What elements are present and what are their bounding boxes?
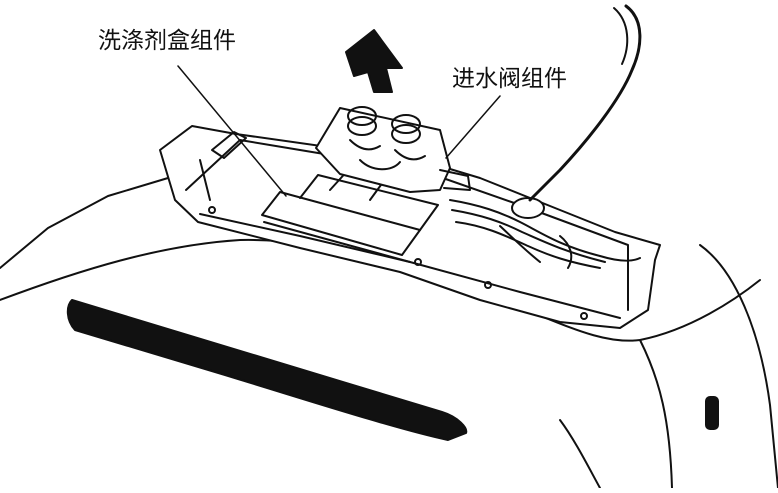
- water-inlet-valve-assembly-label: 进水阀组件: [452, 66, 567, 92]
- valve-leader-line: [445, 95, 501, 159]
- wiring-harness: [449, 197, 641, 269]
- water-inlet-valve: [315, 106, 471, 193]
- dispenser-leader-line: [177, 65, 287, 197]
- direction-arrow: [345, 29, 403, 93]
- front-handle-recess: [66, 299, 468, 441]
- side-latch-slot: [705, 396, 719, 430]
- inlet-hose: [528, 4, 642, 202]
- detergent-box-assembly-label: 洗涤剂盒组件: [98, 28, 236, 54]
